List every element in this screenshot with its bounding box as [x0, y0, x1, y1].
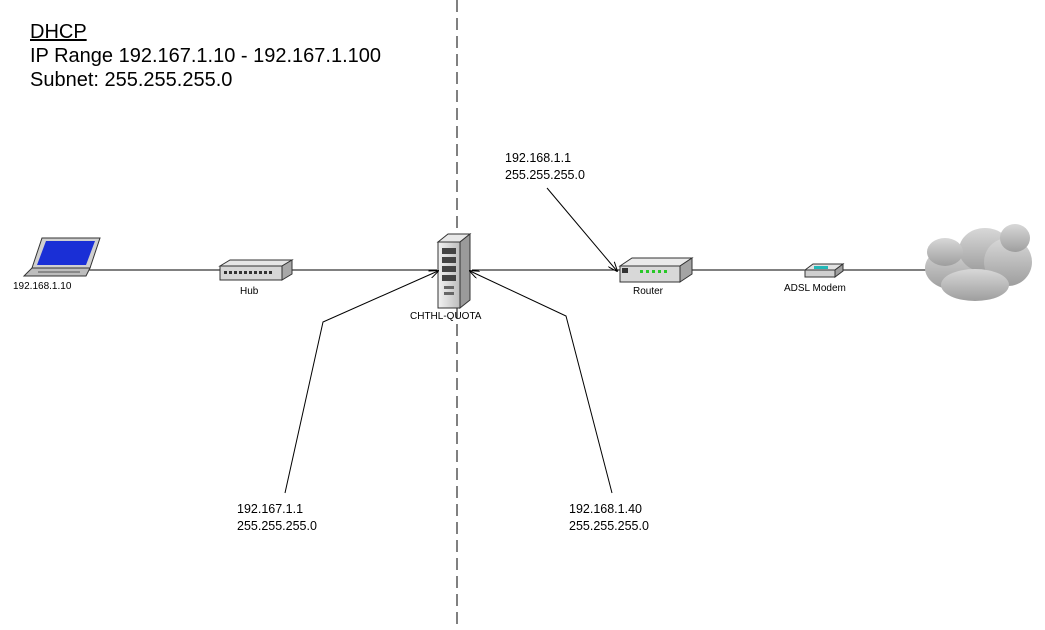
modem-label: ADSL Modem	[784, 283, 846, 294]
dhcp-subnet: Subnet: 255.255.255.0	[30, 69, 233, 91]
modem-icon	[803, 263, 845, 278]
laptop-label: 192.168.1.10	[13, 281, 72, 292]
router-side-ip: 192.168.1.1	[505, 151, 572, 165]
server-label: CHTHL-QUOTA	[410, 311, 482, 322]
lan-callout-arrow	[284, 271, 438, 494]
dhcp-ip-range: IP Range 192.167.1.10 - 192.167.1.100	[30, 45, 382, 67]
hub-icon	[218, 259, 294, 281]
router-label: Router	[633, 286, 664, 297]
cloud-icon	[925, 224, 1032, 301]
wan-callout-arrow	[470, 271, 613, 494]
dhcp-title: DHCP	[30, 21, 87, 43]
router-side-mask: 255.255.255.0	[505, 168, 585, 182]
hub-label: Hub	[240, 286, 259, 297]
server-icon	[436, 232, 472, 310]
lan-side-ip: 192.167.1.1	[237, 502, 304, 516]
router-callout-arrow	[546, 187, 617, 271]
router-icon	[618, 257, 694, 283]
wan-side-mask: 255.255.255.0	[569, 519, 649, 533]
lan-side-mask: 255.255.255.0	[237, 519, 317, 533]
laptop-icon	[22, 237, 101, 277]
wan-side-callout: 192.168.1.40 255.255.255.0	[569, 501, 649, 535]
wan-side-ip: 192.168.1.40	[569, 502, 642, 516]
router-side-callout: 192.168.1.1 255.255.255.0	[505, 150, 585, 184]
lan-side-callout: 192.167.1.1 255.255.255.0	[237, 501, 317, 535]
dhcp-info: DHCP IP Range 192.167.1.10 - 192.167.1.1…	[30, 20, 381, 92]
